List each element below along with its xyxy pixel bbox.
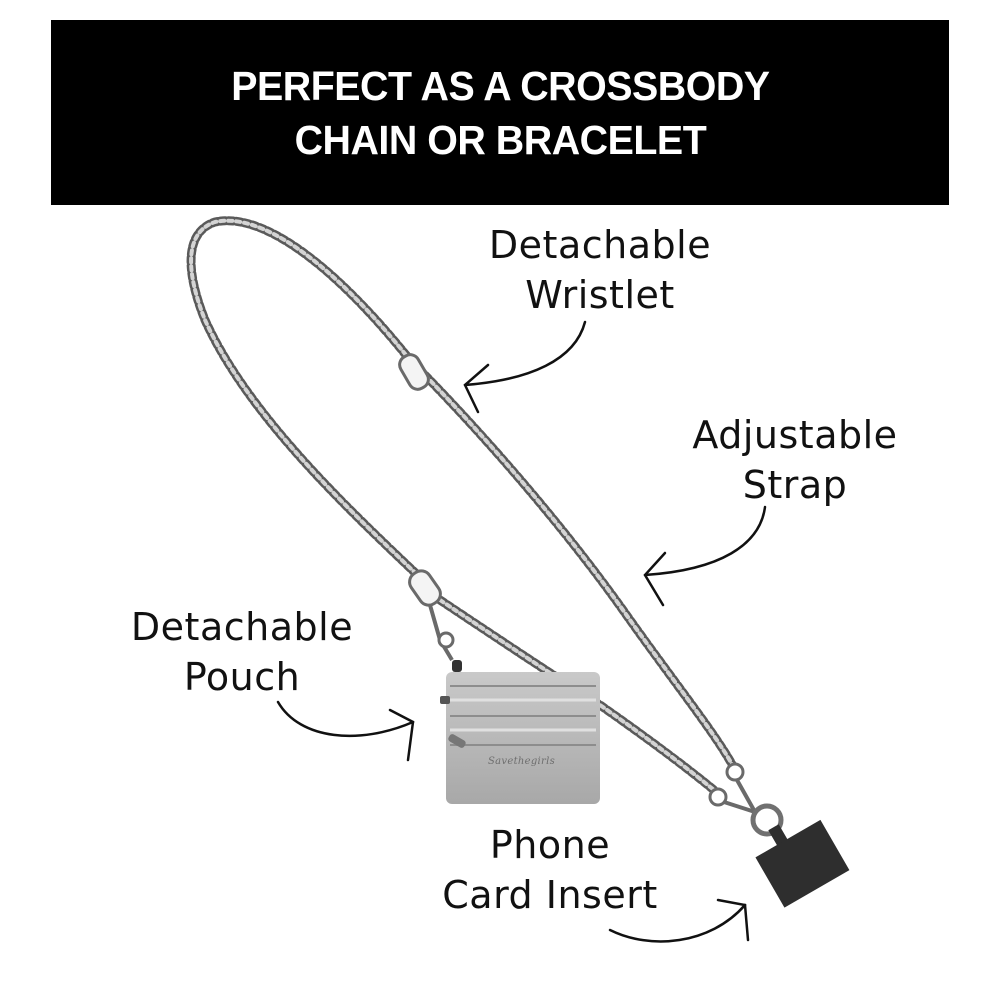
headline-line-1: PERFECT AS A CROSSBODY bbox=[230, 62, 770, 109]
callout-line: Wristlet bbox=[525, 273, 675, 317]
arrow-phone-icon bbox=[608, 898, 750, 943]
callout-detachable-pouch: Detachable Pouch bbox=[112, 602, 372, 702]
phone-card-insert bbox=[755, 819, 850, 908]
callout-line: Pouch bbox=[183, 655, 301, 699]
arrow-strap-icon bbox=[643, 505, 767, 607]
arrow-wristlet-icon bbox=[463, 320, 587, 414]
callout-phone-card-insert: Phone Card Insert bbox=[430, 820, 670, 920]
callout-line: Detachable bbox=[488, 223, 712, 267]
pouch-brand-text: Savethegirls bbox=[488, 756, 556, 767]
wristlet-clasp bbox=[398, 353, 430, 391]
callout-adjustable-strap: Adjustable Strap bbox=[670, 410, 920, 510]
arrow-pouch-icon bbox=[276, 700, 415, 762]
callout-arrows bbox=[276, 320, 767, 943]
callout-line: Strap bbox=[742, 463, 848, 507]
headline-line-2: CHAIN OR BRACELET bbox=[294, 116, 706, 163]
callout-detachable-wristlet: Detachable Wristlet bbox=[470, 220, 730, 320]
split-ring bbox=[750, 803, 784, 837]
callout-line: Adjustable bbox=[692, 413, 898, 457]
detachable-pouch bbox=[440, 660, 600, 804]
callout-line: Detachable bbox=[130, 605, 354, 649]
callout-line: Card Insert bbox=[442, 873, 658, 917]
headline-banner: PERFECT AS A CROSSBODY CHAIN OR BRACELET bbox=[51, 20, 949, 205]
callout-line: Phone bbox=[489, 823, 611, 867]
pouch-clasp bbox=[408, 569, 442, 607]
